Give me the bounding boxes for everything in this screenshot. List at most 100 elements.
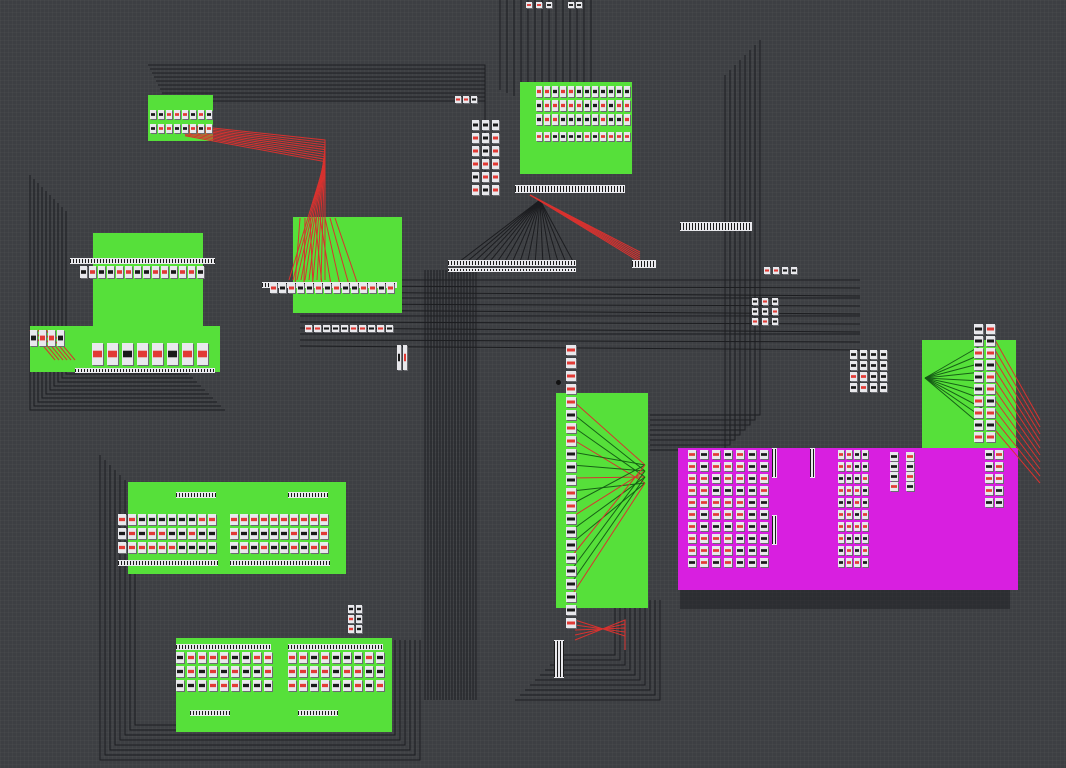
ram-cell	[300, 514, 309, 526]
wire-loop-bottom	[109, 465, 411, 751]
register-gate	[986, 396, 996, 407]
wire-fan-right-register	[924, 371, 983, 379]
alu-gate	[838, 450, 845, 460]
memory-cell	[576, 114, 583, 126]
memory-cell	[560, 86, 567, 98]
wire-fan-decoder	[539, 199, 568, 266]
register-gate	[974, 408, 984, 419]
wire-loop-right	[650, 55, 746, 431]
alu-gate	[838, 510, 845, 520]
ram-cell	[209, 652, 218, 664]
memory-cell	[592, 100, 599, 112]
bus-bar	[554, 640, 564, 678]
component-layer	[30, 2, 1004, 716]
logic-gate	[350, 325, 358, 333]
logic-gate	[182, 343, 194, 366]
ram-cell	[354, 680, 363, 692]
register-gate	[986, 348, 996, 359]
ram-cell	[365, 666, 374, 678]
ram-cell	[250, 514, 259, 526]
ram-bar	[176, 644, 271, 650]
alu-gate	[736, 450, 745, 460]
logic-gate	[324, 283, 332, 294]
ram-cell	[264, 652, 273, 664]
memory-cell	[600, 132, 607, 142]
memory-cell	[552, 100, 559, 112]
ram-cell	[354, 666, 363, 678]
wire-loop-bottom	[99, 455, 421, 761]
alu-gate	[700, 510, 709, 520]
alu-gate	[724, 558, 733, 568]
wire-active-right	[994, 429, 1041, 484]
wire-fan-center-bus	[571, 438, 646, 484]
control-gate	[492, 120, 500, 131]
wire-fan-decoder	[539, 199, 544, 266]
alu-gate	[748, 486, 757, 496]
ram-cell	[220, 666, 229, 678]
wire-active-right	[994, 379, 1041, 449]
bus-gate	[566, 436, 577, 447]
alu-gate	[862, 474, 869, 484]
wire-fan-decoder	[510, 199, 541, 266]
wire-fan-decoder	[486, 199, 541, 266]
ram-cell	[198, 652, 207, 664]
logic-gate	[134, 266, 142, 279]
alu-divider	[810, 448, 815, 478]
memory-cell	[584, 114, 591, 126]
wire-active-right	[994, 349, 1041, 428]
alu-gate	[700, 474, 709, 484]
alu-gate	[995, 462, 1004, 472]
logic-gate	[179, 266, 187, 279]
bus-gate	[566, 384, 577, 395]
alu-gate	[700, 522, 709, 532]
alu-gate	[890, 472, 899, 482]
alu-gate	[724, 498, 733, 508]
ram-cell	[253, 666, 262, 678]
alu-gate	[838, 462, 845, 472]
alu-gate	[854, 522, 861, 532]
logic-gate	[143, 266, 151, 279]
logic-gate	[536, 2, 543, 9]
logic-gate	[880, 383, 888, 393]
ram-cell	[264, 666, 273, 678]
ram-cell	[343, 680, 352, 692]
alu-gate	[854, 498, 861, 508]
logic-gate	[190, 110, 197, 120]
logic-gate	[182, 124, 189, 134]
logic-gate	[57, 330, 65, 347]
bus-gate	[566, 488, 577, 499]
logic-gate	[403, 345, 408, 371]
wire-active-top-left	[184, 129, 326, 281]
alu-gate	[712, 450, 721, 460]
bus-gate	[566, 423, 577, 434]
logic-gate	[174, 124, 181, 134]
memory-cell	[600, 114, 607, 126]
ram-cell	[187, 666, 196, 678]
ram-cell	[209, 680, 218, 692]
memory-cell	[560, 114, 567, 126]
ram-cell	[220, 652, 229, 664]
alu-gate	[724, 462, 733, 472]
logic-gate	[568, 2, 575, 9]
logic-gate	[279, 283, 287, 294]
alu-gate	[846, 498, 853, 508]
bus-gate	[566, 514, 577, 525]
control-gate	[472, 172, 480, 183]
ram-cell	[148, 514, 157, 526]
ram-cell	[230, 528, 239, 540]
register-gate	[986, 360, 996, 371]
register-gate	[974, 420, 984, 431]
ram-cell	[376, 652, 385, 664]
ram-cell	[288, 680, 297, 692]
ram-cell	[242, 666, 251, 678]
memory-cell	[560, 132, 567, 142]
alu-gate	[846, 546, 853, 556]
logic-gate	[764, 267, 771, 275]
ram-cell	[198, 542, 207, 554]
logic-gate	[297, 283, 305, 294]
logic-gate	[386, 325, 394, 333]
wire-active-center-left	[314, 217, 323, 286]
ram-cell	[138, 542, 147, 554]
